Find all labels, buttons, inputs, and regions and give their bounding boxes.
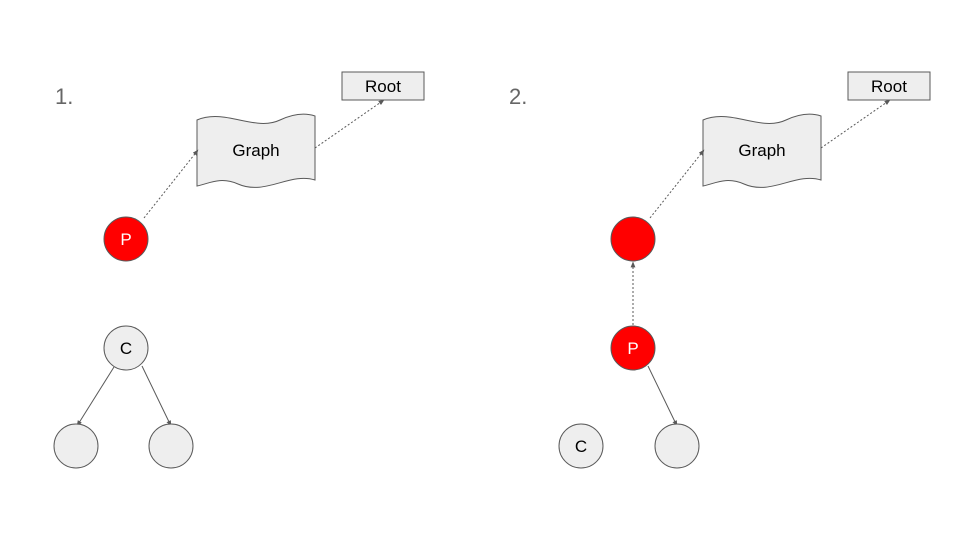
panel-2: 2. Root Graph P C [509, 71, 931, 469]
panel-2-p-circle [610, 325, 656, 371]
panel-2-top-node [610, 216, 656, 262]
panel-1-p-label: P [120, 230, 131, 249]
panel-2-p-node: P [610, 325, 656, 371]
panel-1-graph-shape [196, 113, 316, 188]
panel-1: 1. Root Graph P C [53, 71, 425, 469]
panel-1-root-node: Root [341, 71, 425, 101]
panel-1-graph-node: Graph [196, 113, 316, 188]
panel-2-p-label: P [627, 339, 638, 358]
panel-1-number: 1. [55, 84, 73, 109]
panel-1-c-label: C [120, 339, 132, 358]
panel-1-edge-c-left [76, 366, 115, 427]
panel-1-child-right [148, 423, 194, 469]
panel-2-c-circle [558, 423, 604, 469]
panel-2-root-label: Root [871, 77, 907, 96]
panel-2-graph-shape [702, 113, 822, 188]
panel-1-edge-p-graph [143, 149, 199, 219]
panel-2-edge-graph-root [820, 99, 891, 149]
panel-2-c-node: C [558, 423, 604, 469]
panel-1-c-circle [103, 325, 149, 371]
panel-2-graph-node: Graph [702, 113, 822, 188]
panel-1-root-label: Root [365, 77, 401, 96]
panel-2-child [654, 423, 700, 469]
panel-1-child-left [53, 423, 99, 469]
panel-2-graph-label: Graph [738, 141, 785, 160]
panel-2-number: 2. [509, 84, 527, 109]
panel-2-edge-top-graph [649, 149, 705, 219]
panel-1-edge-c-right [141, 365, 172, 427]
panel-1-root-box [341, 71, 425, 101]
panel-1-p-node: P [103, 216, 149, 262]
panel-2-root-box [847, 71, 931, 101]
panel-1-edge-graph-root [314, 99, 385, 149]
panel-2-root-node: Root [847, 71, 931, 101]
panel-1-p-circle [103, 216, 149, 262]
panel-2-c-label: C [575, 437, 587, 456]
panel-1-graph-label: Graph [232, 141, 279, 160]
panel-2-edge-p-child [647, 365, 678, 427]
panel-1-c-node: C [103, 325, 149, 371]
